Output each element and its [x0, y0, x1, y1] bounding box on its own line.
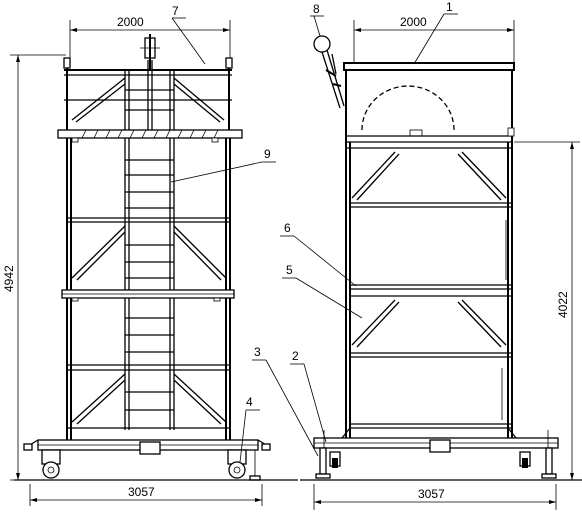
left-frame-upper — [66, 138, 231, 292]
svg-text:6: 6 — [284, 221, 291, 235]
callout-7: 7 — [171, 4, 206, 65]
callout-8: 8 — [310, 2, 324, 37]
callout-2: 2 — [290, 349, 327, 443]
callout-3: 3 — [252, 345, 319, 457]
svg-text:9: 9 — [264, 147, 271, 161]
left-castor-2 — [227, 449, 247, 479]
right-width-dim: 2000 — [400, 15, 427, 29]
left-platform-middle — [61, 289, 235, 302]
left-width-dim: 2000 — [117, 15, 144, 29]
right-bottom-dimension: 3057 — [313, 484, 557, 510]
left-top-dimension: 2000 — [69, 15, 231, 62]
callout-1: 1 — [413, 0, 458, 65]
right-base — [313, 427, 559, 479]
right-frame — [345, 142, 513, 438]
svg-text:7: 7 — [172, 4, 179, 18]
svg-text:5: 5 — [286, 263, 293, 277]
left-height-dim: 4942 — [2, 265, 16, 292]
svg-text:3: 3 — [254, 345, 261, 359]
svg-text:1: 1 — [446, 0, 453, 14]
callout-6: 6 — [280, 221, 357, 287]
left-platform-upper — [57, 129, 243, 143]
svg-text:2: 2 — [292, 349, 299, 363]
right-base-dim: 3057 — [418, 487, 445, 501]
left-base-dim: 3057 — [128, 485, 155, 499]
right-pulley-arm — [313, 35, 345, 109]
left-castor-1 — [41, 449, 61, 479]
left-bottom-dimension: 3057 — [29, 484, 263, 506]
svg-text:4: 4 — [246, 395, 253, 409]
left-height-dimension: 4942 — [2, 54, 66, 481]
right-top-dimension: 2000 — [353, 15, 515, 62]
callout-4: 4 — [239, 395, 260, 463]
right-tower: 2000 — [252, 0, 582, 510]
right-guardrail — [343, 62, 515, 143]
svg-text:8: 8 — [313, 2, 320, 16]
left-frame-lower — [66, 298, 231, 440]
left-tower: 2000 — [2, 4, 298, 506]
left-ladder — [124, 60, 175, 430]
callout-5: 5 — [282, 263, 363, 319]
left-base — [23, 439, 271, 481]
right-height-dim: 4022 — [556, 291, 570, 318]
callout-9: 9 — [170, 147, 276, 183]
right-height-dimension: 4022 — [514, 141, 580, 481]
